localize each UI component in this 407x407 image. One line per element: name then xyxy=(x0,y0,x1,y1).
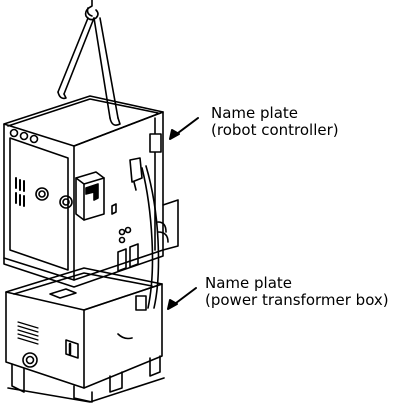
indicator-lamps xyxy=(11,130,38,143)
controller-label-line1: Name plate xyxy=(211,104,299,122)
power-transformer-box xyxy=(6,268,164,402)
transformer-cable-loop xyxy=(118,334,132,339)
transformer-label-line2: (power transformer box) xyxy=(205,291,389,309)
lifting-hook xyxy=(86,0,98,20)
transformer-label-line1: Name plate xyxy=(205,274,293,292)
side-cable xyxy=(130,158,159,308)
door-switches xyxy=(36,188,72,208)
callout-arrows xyxy=(168,118,198,309)
controller-cabinet xyxy=(4,96,163,287)
controller-name-plate xyxy=(150,134,161,152)
controller-label-line2: (robot controller) xyxy=(211,121,339,139)
transformer-name-plate-label: Name plate (power transformer box) xyxy=(205,275,389,309)
door-handle xyxy=(76,172,104,220)
transformer-vents xyxy=(18,322,38,344)
transformer-name-plate xyxy=(136,296,146,310)
controller-name-plate-label: Name plate (robot controller) xyxy=(211,105,339,139)
cable-glands xyxy=(158,200,178,250)
transformer-switch xyxy=(23,340,78,367)
lifting-slings xyxy=(58,18,120,125)
side-ports xyxy=(112,204,138,271)
vent-slots xyxy=(16,178,24,206)
